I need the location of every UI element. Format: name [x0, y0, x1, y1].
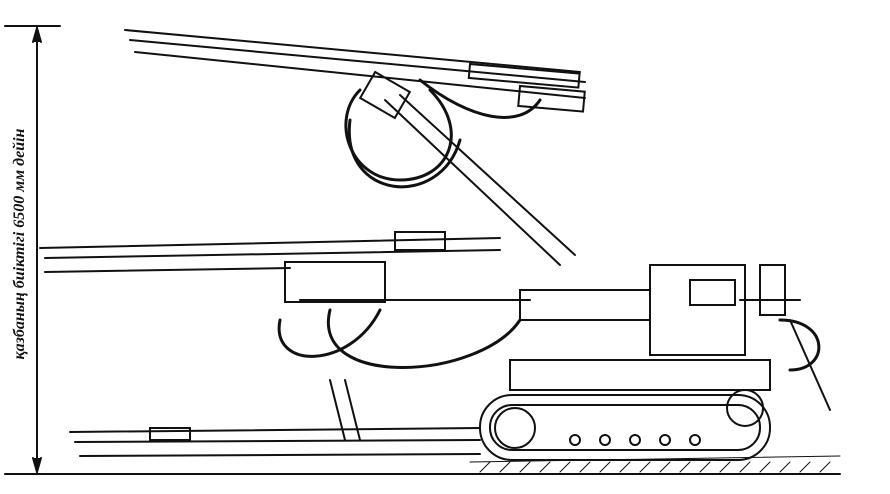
lower-drill-boom — [69, 379, 481, 457]
ground-hatch — [469, 455, 841, 473]
crawler-chassis — [479, 264, 831, 461]
middle-drill-boom — [39, 231, 531, 369]
height-dimension-label: қазбаның биіктігі 6500 мм дейін — [11, 128, 28, 360]
upper-drill-boom — [124, 29, 586, 266]
height-dimension-line — [4, 24, 841, 476]
